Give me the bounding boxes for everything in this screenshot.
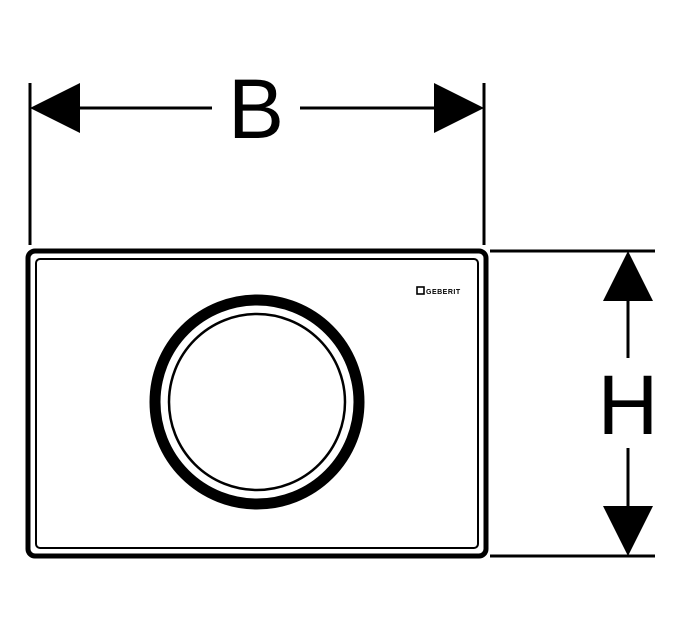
- brand-logo-mark-icon: [416, 286, 425, 295]
- flush-button: [149, 294, 365, 510]
- brand-logo: GEBERIT: [416, 286, 461, 296]
- width-dimension: B: [28, 62, 486, 245]
- flush-plate: GEBERIT: [25, 248, 489, 559]
- width-arrowhead-left: [30, 83, 80, 133]
- height-dimension: H: [490, 249, 659, 558]
- flush-button-inner-ring: [167, 312, 347, 492]
- width-label: B: [228, 62, 284, 156]
- height-arrowhead-top: [603, 251, 653, 301]
- plate-inner-frame: [35, 258, 479, 549]
- width-arrowhead-right: [434, 83, 484, 133]
- brand-logo-text: GEBERIT: [426, 289, 461, 296]
- height-arrowhead-bottom: [603, 506, 653, 556]
- height-label: H: [598, 358, 659, 452]
